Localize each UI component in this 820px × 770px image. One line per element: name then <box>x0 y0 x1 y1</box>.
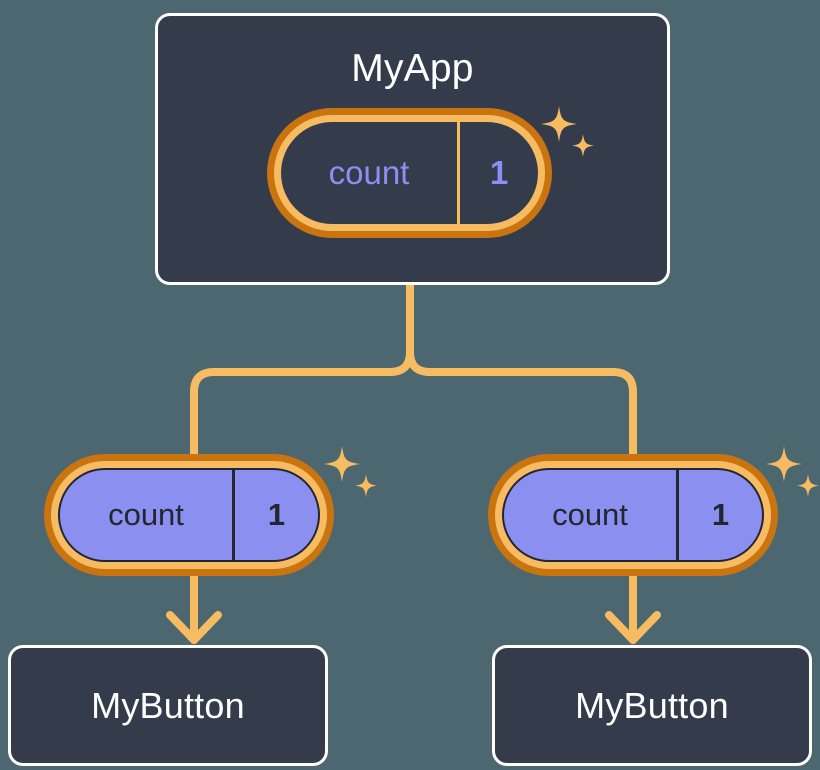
branch-connector <box>190 281 414 464</box>
state-key: count <box>108 497 184 532</box>
state-pill-myapp[interactable]: count 1 <box>267 108 552 238</box>
state-key: count <box>328 154 410 191</box>
state-value: 1 <box>457 122 538 224</box>
component-card-mybutton-right[interactable]: MyButton <box>492 645 812 766</box>
arrow-left <box>166 568 222 644</box>
state-pill-ring: count 1 <box>274 115 545 231</box>
state-pill-child-left[interactable]: count 1 <box>44 454 334 576</box>
state-pill-ring: count 1 <box>51 461 327 569</box>
state-key: count <box>552 497 628 532</box>
state-pill-body: count 1 <box>58 468 320 562</box>
state-value: 1 <box>232 470 318 560</box>
state-pill-ring: count 1 <box>495 461 771 569</box>
branch-connector-right <box>406 348 637 464</box>
component-card-label: MyButton <box>575 685 729 726</box>
state-pill-child-right[interactable]: count 1 <box>488 454 778 576</box>
component-card-mybutton-left[interactable]: MyButton <box>8 645 328 766</box>
component-card-label: MyButton <box>91 685 245 726</box>
page-title: MyApp <box>351 47 474 90</box>
state-pill-body: count 1 <box>502 468 764 562</box>
state-pill-body: count 1 <box>281 122 538 224</box>
arrow-right <box>605 568 661 644</box>
state-value: 1 <box>676 470 762 560</box>
